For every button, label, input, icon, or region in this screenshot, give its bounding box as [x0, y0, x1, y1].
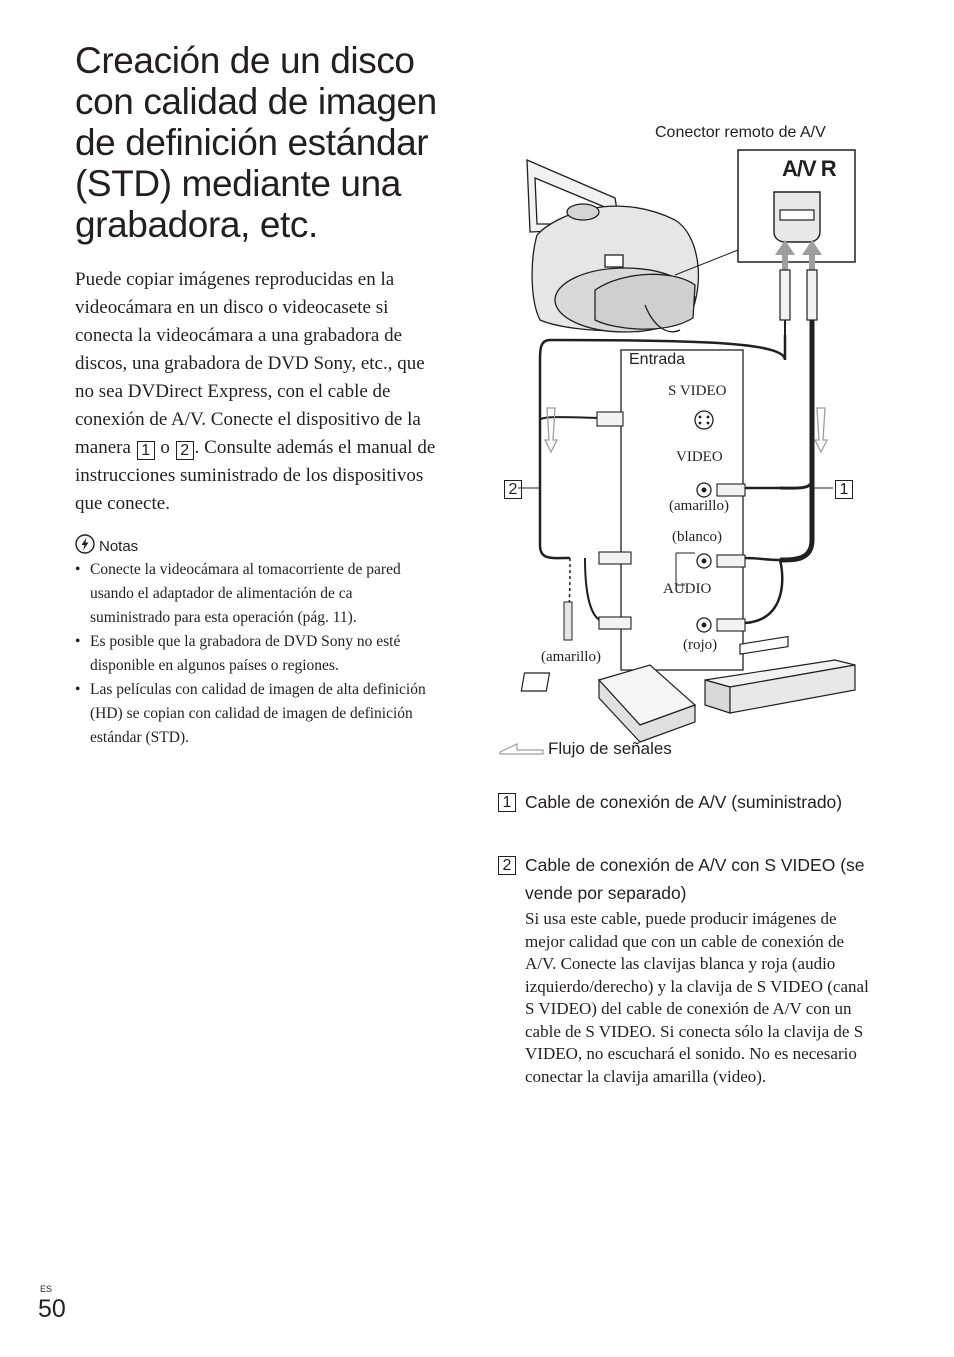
legend-item-2: 2 Cable de conexión de A/V con S VIDEO (…	[497, 851, 877, 1088]
notes-heading-label: Notas	[99, 538, 139, 555]
blanco-label: (blanco)	[672, 529, 722, 545]
page-title: Creación de un disco con calidad de imag…	[75, 40, 437, 245]
legend-marker: 1	[498, 793, 516, 812]
input-panel	[620, 349, 744, 671]
notes-heading: Notas	[75, 534, 138, 560]
amarillo-label-input: (amarillo)	[669, 498, 729, 514]
note-item: Conecte la videocámara al tomacorriente …	[75, 558, 435, 630]
note-item: Las películas con calidad de imagen de a…	[75, 678, 435, 750]
signal-flow-label: Flujo de señales	[548, 739, 672, 758]
connector-label: Conector remoto de A/V	[655, 124, 826, 141]
intro-conj: o	[160, 437, 170, 458]
warning-icon	[75, 534, 95, 560]
legend-body: Si usa este cable, puede producir imágen…	[525, 909, 869, 1086]
notes-list: Conecte la videocámara al tomacorriente …	[75, 558, 435, 750]
camcorder-illustration	[526, 158, 700, 333]
diagram-marker-2: 2	[504, 480, 522, 499]
legend-title: Cable de conexión de A/V con S VIDEO (se…	[525, 855, 865, 903]
page-number: 50	[38, 1295, 66, 1323]
method-2-marker: 2	[175, 441, 194, 460]
s-video-label: S VIDEO	[668, 383, 727, 399]
legend-item-1: 1 Cable de conexión de A/V (suministrado…	[497, 788, 877, 816]
diagram-marker-1: 1	[835, 480, 853, 499]
intro-paragraph: Puede copiar imágenes reproducidas en la…	[75, 266, 445, 518]
amarillo-label-cable: (amarillo)	[541, 649, 601, 665]
legend-marker: 2	[498, 856, 516, 875]
rojo-label: (rojo)	[683, 637, 718, 653]
page-language: ES	[40, 1284, 53, 1294]
entrada-label: Entrada	[629, 351, 686, 368]
dvd-recorder-illustration	[520, 664, 697, 743]
legend-title: Cable de conexión de A/V (suministrado)	[525, 792, 843, 812]
audio-label: AUDIO	[663, 581, 712, 597]
note-item: Es posible que la grabadora de DVD Sony …	[75, 630, 435, 678]
av-r-label: A/V R	[782, 156, 837, 181]
method-1-marker: 1	[136, 441, 155, 460]
intro-text-2: . Consulte además el manual de instrucci…	[75, 437, 436, 514]
intro-text-1: Puede copiar imágenes reproducidas en la…	[75, 269, 425, 458]
vcr-illustration	[704, 635, 856, 714]
connection-diagram: Conector remoto de A/V A/V R Entrada S V…	[495, 120, 875, 770]
video-label: VIDEO	[676, 449, 723, 465]
